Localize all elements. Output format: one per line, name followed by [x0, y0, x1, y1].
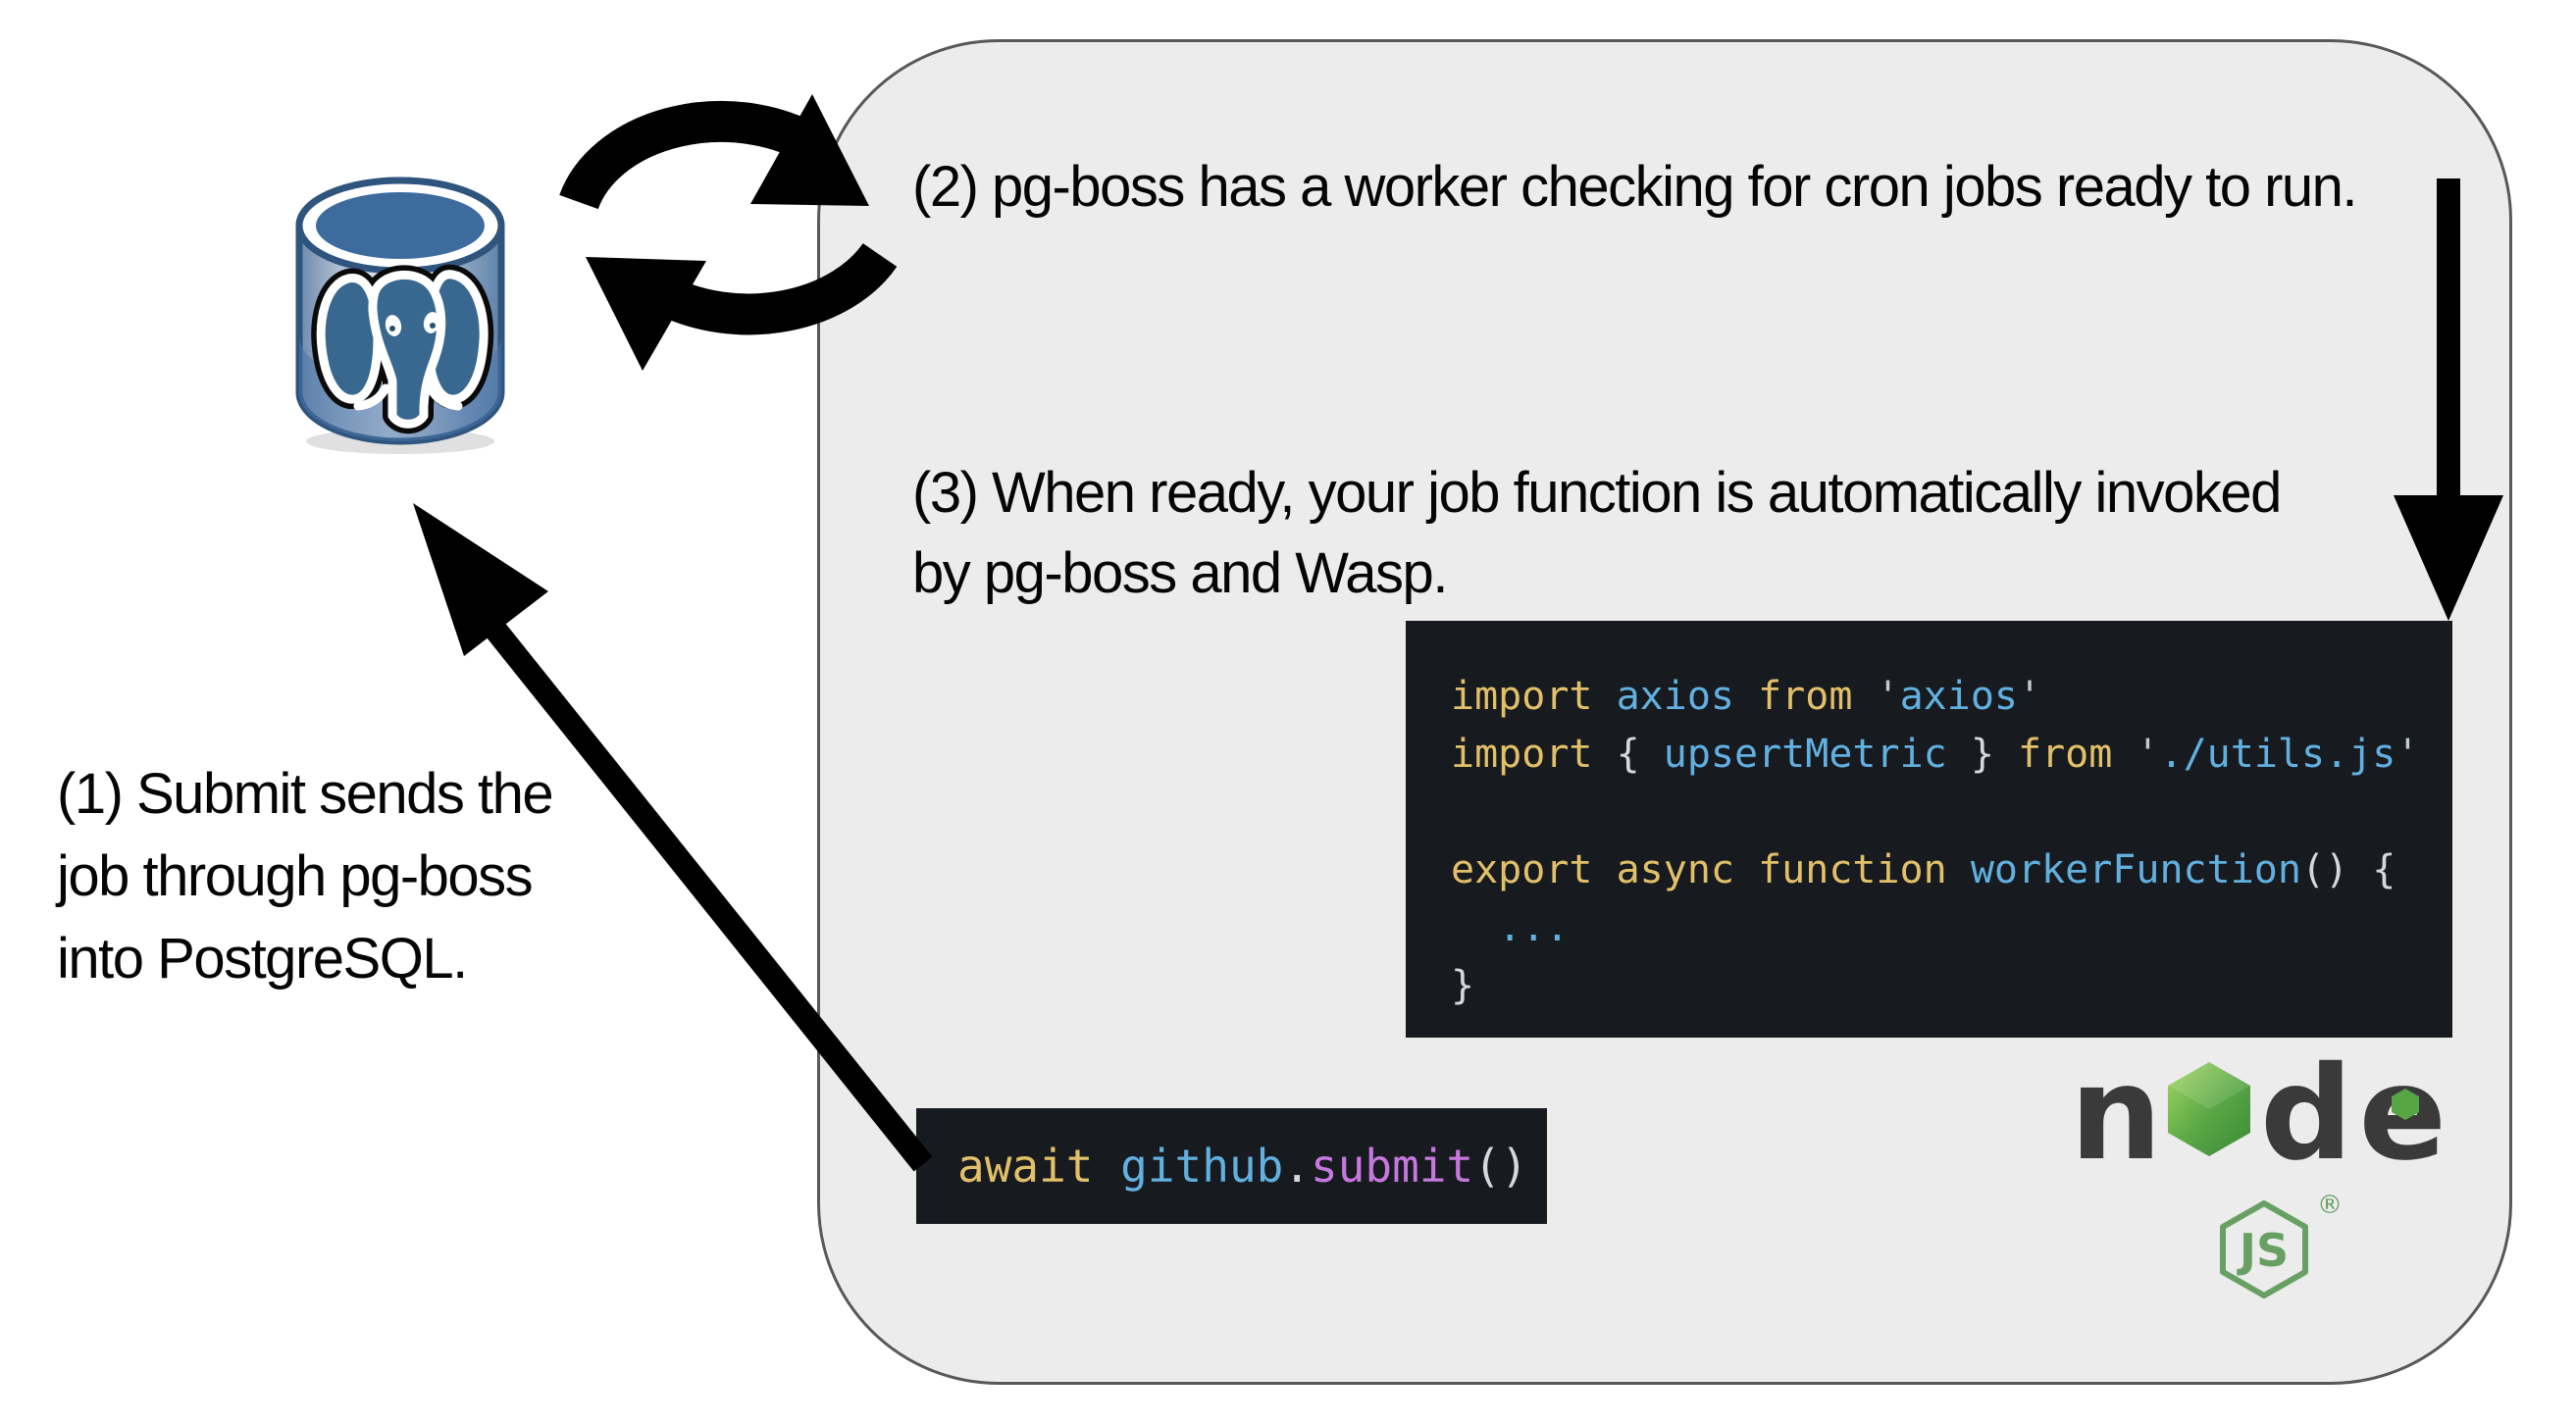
nodejs-js-badge-icon: JS [2220, 1200, 2308, 1298]
nodejs-js-text: JS [2237, 1224, 2289, 1277]
postgresql-elephant-tusks [353, 383, 463, 411]
postgresql-elephant-outline [311, 264, 494, 434]
nodejs-letter-d: d [2259, 1039, 2352, 1190]
worker-function-code-block: import axios from 'axios' import { upsert… [1406, 621, 2452, 1038]
step3-annotation: (3) When ready, your job function is aut… [912, 453, 2282, 614]
code-line: ... [1451, 905, 1570, 950]
postgresql-elephant [316, 270, 489, 429]
code-line: import { upsertMetric } from './utils.js… [1451, 732, 2420, 777]
code-line: import axios from 'axios' [1451, 674, 2042, 719]
code-line: await github.submit() [957, 1140, 1528, 1193]
step3-line-1: (3) When ready, your job function is aut… [912, 461, 2282, 525]
nodejs-wordmark: n d e [2070, 1039, 2447, 1190]
nodejs-letter-e: e [2358, 1049, 2447, 1179]
step1-annotation: (1) Submit sends the job through pg-boss… [57, 753, 554, 1000]
code-line [1451, 784, 2407, 841]
step1-line-3: into PostgreSQL. [57, 927, 468, 991]
nodejs-e-hexagon-icon [2392, 1089, 2420, 1120]
step2-line: (2) pg-boss has a worker checking for cr… [912, 155, 2358, 219]
nodejs-logo: n d e JS [2060, 1032, 2501, 1316]
step1-line-2: job through pg-boss [57, 844, 534, 908]
code-line: export async function workerFunction() { [1451, 847, 2396, 892]
submit-call-code-block: await github.submit() [916, 1108, 1547, 1224]
code-line: } [1451, 963, 1475, 1008]
registered-trademark-icon: ® [2317, 1191, 2343, 1220]
nodejs-letter-n: n [2070, 1039, 2162, 1190]
step3-line-2: by pg-boss and Wasp. [912, 541, 1448, 605]
postgresql-icon [295, 177, 505, 454]
postgresql-elephant-eyes [385, 312, 440, 336]
step2-annotation: (2) pg-boss has a worker checking for cr… [912, 147, 2358, 228]
nodejs-hexagon-o-icon [2167, 1062, 2250, 1156]
step1-line-1: (1) Submit sends the [57, 762, 554, 826]
